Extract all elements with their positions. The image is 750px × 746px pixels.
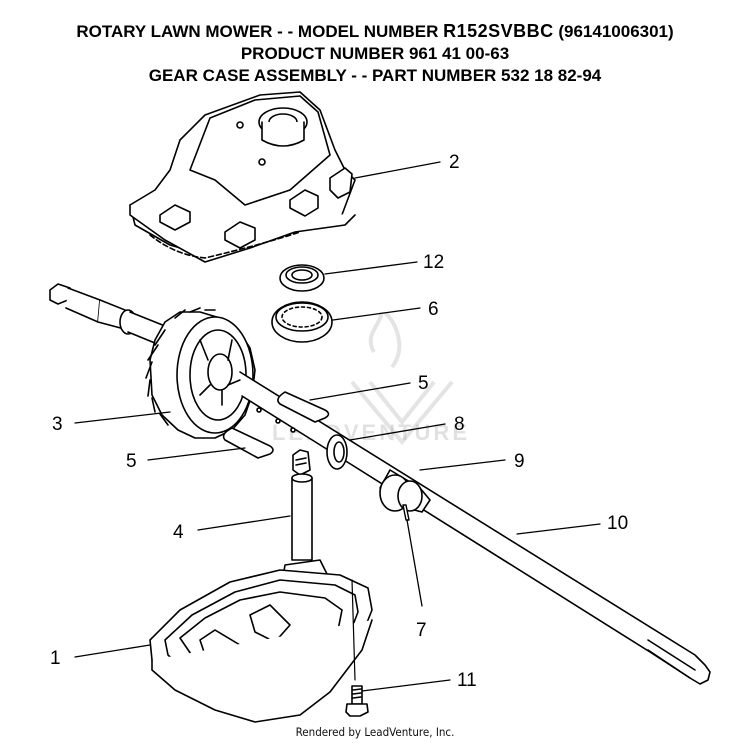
shaft-bushing bbox=[379, 469, 431, 513]
diagram-title-line-1: ROTARY LAWN MOWER - - MODEL NUMBER R152S… bbox=[0, 21, 750, 42]
shaft-key-upper bbox=[277, 391, 330, 423]
callout-1: 1 bbox=[50, 648, 61, 669]
callouts: 2 12 6 5 3 5 8 9 10 4 1 11 7 bbox=[50, 152, 628, 691]
callout-10: 10 bbox=[607, 513, 628, 534]
callout-5-lower: 5 bbox=[126, 451, 137, 472]
title-model-code: (96141006301) bbox=[553, 22, 674, 41]
roll-pin bbox=[402, 504, 410, 521]
callout-6: 6 bbox=[428, 299, 439, 320]
drive-shaft bbox=[239, 371, 711, 685]
gear-case-housing bbox=[149, 569, 373, 723]
ball-bearing bbox=[271, 301, 333, 343]
callout-8: 8 bbox=[454, 414, 465, 435]
bearing-seal bbox=[279, 264, 325, 292]
callout-2: 2 bbox=[449, 152, 460, 173]
callout-4: 4 bbox=[173, 522, 184, 543]
callout-11: 11 bbox=[457, 670, 477, 691]
shaft-key-lower bbox=[222, 427, 274, 459]
callout-7: 7 bbox=[416, 620, 427, 641]
callout-9: 9 bbox=[514, 451, 525, 472]
title-model-prefix: ROTARY LAWN MOWER - - MODEL NUMBER bbox=[76, 22, 444, 41]
hex-screw bbox=[345, 685, 369, 717]
callout-5-upper: 5 bbox=[418, 373, 429, 394]
gear-case-cover bbox=[129, 91, 356, 263]
thrust-washer bbox=[326, 434, 348, 470]
title-model-number: R152SVBBC bbox=[443, 21, 554, 41]
callout-3: 3 bbox=[52, 414, 63, 435]
callout-12: 12 bbox=[423, 252, 444, 273]
diagram-title-line-3: GEAR CASE ASSEMBLY - - PART NUMBER 532 1… bbox=[148, 66, 602, 85]
leader-lines bbox=[74, 161, 601, 692]
footer-credit: Rendered by LeadVenture, Inc. bbox=[295, 725, 455, 739]
diagram-title-line-2: PRODUCT NUMBER 961 41 00-63 bbox=[240, 44, 510, 63]
bevel-gear bbox=[49, 283, 256, 439]
